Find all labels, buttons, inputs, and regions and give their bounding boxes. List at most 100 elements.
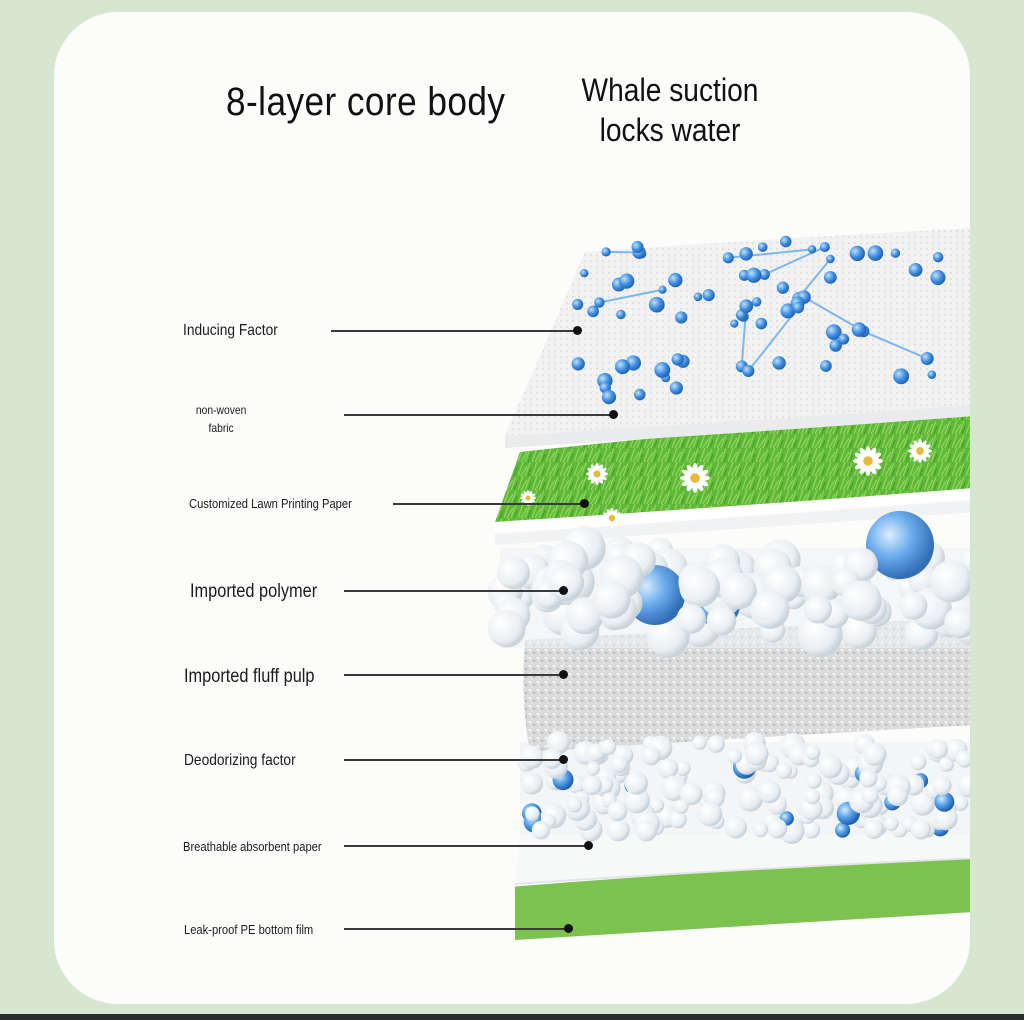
molecule-atom [932,251,944,263]
label-lawn-printing-paper: Customized Lawn Printing Paper [189,496,352,511]
leader-line-deodorizing-factor [344,759,562,761]
polymer-bead [679,566,720,608]
deodorizing-bead [883,816,899,831]
polymer-bead [930,560,970,603]
molecule-atom [757,242,768,252]
daisy-center [608,514,616,522]
molecule-atom [826,254,835,264]
molecule-atom [920,351,934,366]
daisy-flower [602,508,622,528]
molecule-atom [825,324,842,340]
deodorizing-bead [520,745,544,769]
molecule-atom [759,269,770,280]
deodorizing-bead [542,748,563,769]
deodorizing-bead [931,775,952,796]
deodorizing-bead [752,821,769,838]
polymer-bead [841,580,882,621]
diagram-title: 8-layer core body [226,80,506,124]
pointer-dot-deodorizing-factor [559,755,568,764]
deodorizing-bead [956,750,970,768]
deodorizing-bead [863,819,884,839]
pointer-dot-breathable-absorbent-paper [584,841,593,850]
leader-line-non-woven-fabric [344,414,612,416]
deodorizing-bead [669,810,687,829]
deodorizing-bead [546,730,571,755]
molecule-atom [792,301,805,314]
daisy-flower [680,463,710,493]
daisy-center [863,456,873,466]
label-non-woven-fabric: non-woven fabric [195,403,247,435]
deodorizing-bead [726,748,743,764]
leader-line-imported-polymer [344,590,562,592]
deodorizing-bead [804,744,821,761]
deodorizing-bead [607,801,628,822]
deodorizing-bead [758,780,782,804]
deodorizing-blue-bead [834,822,851,838]
leader-line-leak-proof-pe-film [344,928,566,930]
deodorizing-bead [525,806,540,821]
deodorizing-bead [585,761,600,776]
pointer-dot-imported-polymer [559,586,568,595]
leader-line-breathable-absorbent-paper [344,845,587,847]
deodorizing-bead [859,769,878,788]
deodorizing-bead [674,799,689,814]
molecule-atom [820,360,832,372]
pe-film-layer [515,855,970,940]
molecule-atom [867,245,884,261]
bottom-edge-strip [0,1014,1024,1020]
molecule-atom [776,281,790,294]
polymer-bead [497,556,530,590]
diagram-subtitle: Whale suction locks water [581,72,759,148]
deodorizing-bead [657,757,679,779]
deodorizing-bead [863,742,887,767]
polymer-bead [944,606,970,639]
leader-line-imported-fluff-pulp [344,674,562,676]
molecule-atom [829,339,842,352]
pointer-dot-inducing-factor [573,326,582,335]
polymer-bead [676,604,707,634]
deodorizing-bead [679,782,703,806]
molecule-atom [615,359,631,375]
molecule-atom [730,319,739,328]
molecule-atom [619,273,635,289]
pointer-dot-non-woven-fabric [609,410,618,419]
polymer-bead [800,565,841,605]
deodorizing-bead [738,786,764,812]
molecule-atom [693,292,703,302]
label-leak-proof-pe-film: Leak-proof PE bottom film [184,922,314,937]
molecule-atom [616,309,626,320]
molecule-atom [746,267,762,283]
deodorizing-bead [641,746,661,766]
deodorizing-bead [624,771,649,795]
polymer-bead [487,609,526,648]
daisy-center [690,473,700,483]
polymer-bead [803,595,833,624]
deodorizing-bead [697,801,723,827]
deodorizing-bead [929,740,948,759]
label-imported-polymer: Imported polymer [190,581,318,602]
polymer-bead [548,564,585,601]
molecule-atom [739,299,754,314]
fluff-pulp-layer [523,618,970,752]
molecule-atom [772,356,786,370]
deodorizing-bead [692,735,707,750]
molecule-atom [739,247,753,261]
molecule-atom [654,361,671,378]
molecule-atom [823,271,837,284]
deodorizing-bead [805,772,822,789]
molecule-atom [819,242,830,253]
pointer-dot-leak-proof-pe-film [564,924,573,933]
molecule-atom [755,317,768,330]
molecule-atom [669,381,683,395]
deodorizing-bead [910,818,932,840]
leader-line-lawn-printing-paper [393,503,583,505]
deodorizing-bead [745,742,769,766]
deodorizing-bead [581,774,603,796]
molecule-atom [675,311,688,324]
molecule-atom [580,269,589,278]
molecule-atom [601,247,611,257]
deodorizing-bead [957,772,970,798]
deodorizing-bead [775,762,793,779]
molecule-atom [851,322,867,337]
